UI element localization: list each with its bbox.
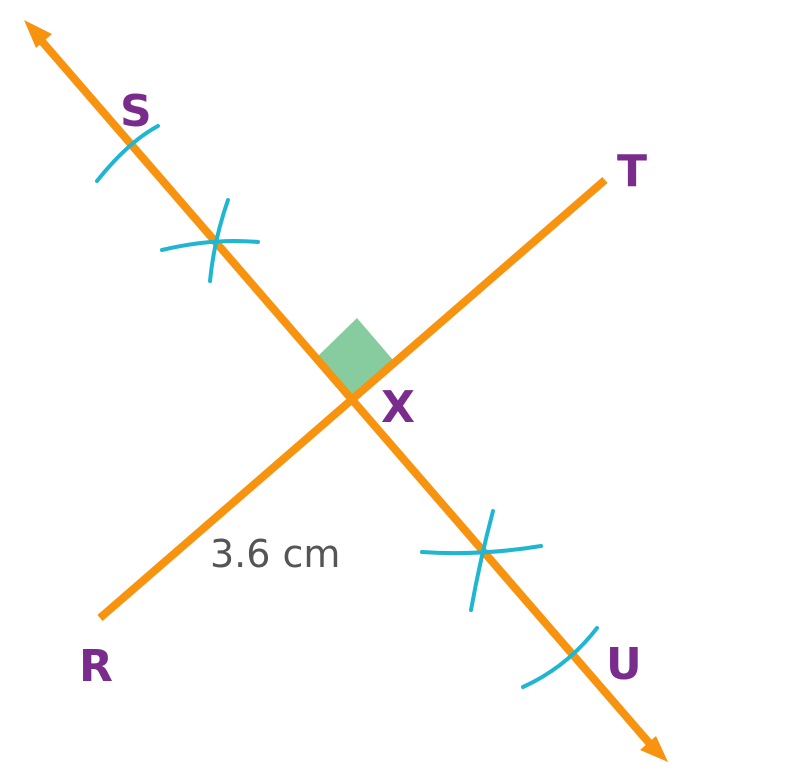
point-label-u: U <box>606 639 642 690</box>
arrowhead-bottom-icon <box>640 736 668 762</box>
compass-arc-icon <box>208 198 230 283</box>
point-label-x: X <box>381 382 415 433</box>
line-su <box>29 28 661 755</box>
point-label-s: S <box>120 86 152 137</box>
construction-arcs <box>95 124 599 689</box>
point-label-t: T <box>617 146 647 197</box>
arrowhead-top-icon <box>24 20 52 48</box>
compass-arc-icon <box>160 239 260 252</box>
point-label-r: R <box>79 641 113 692</box>
compass-arc-icon <box>95 124 160 183</box>
length-label-rx: 3.6 cm <box>210 532 340 576</box>
compass-arc-icon <box>521 626 599 689</box>
compass-arc-icon <box>469 509 495 612</box>
